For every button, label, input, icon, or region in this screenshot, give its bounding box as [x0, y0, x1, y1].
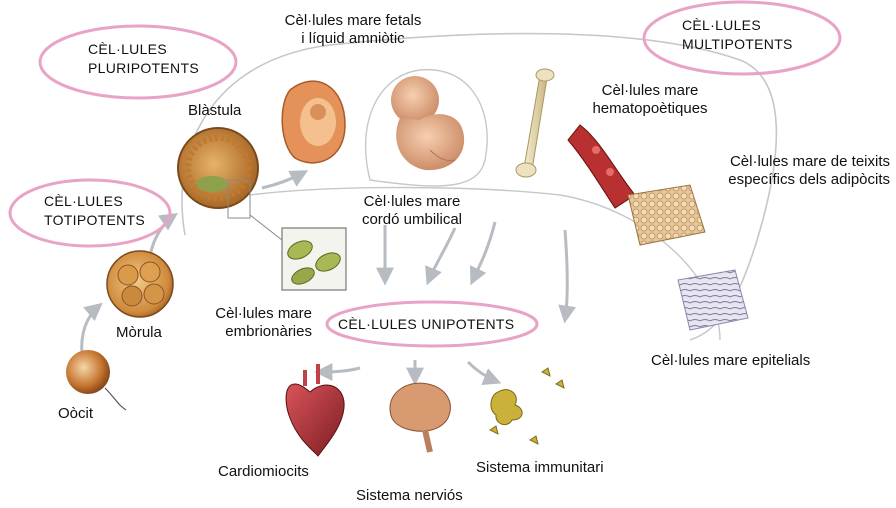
adipose-tissue-illustration	[628, 185, 705, 245]
label-epithelial: Cèl·lules mare epitelials	[651, 352, 810, 370]
label-fetal: Cèl·lules mare fetals i líquid amniòtic	[258, 12, 448, 48]
immune-cells-illustration	[490, 368, 564, 444]
blood-vessel-illustration	[568, 125, 635, 208]
heart-illustration	[286, 364, 344, 456]
oocyte-illustration	[66, 350, 126, 410]
category-pluripotent: CÈL·LULES PLURIPOTENTS	[88, 40, 199, 78]
label-nervous: Sistema nerviós	[356, 487, 463, 505]
label-oocyte: Oòcit	[58, 405, 93, 423]
category-multipotent: CÈL·LULES MULTIPOTENTS	[682, 16, 793, 54]
fetal-uterus-illustration	[282, 81, 345, 163]
blastula-illustration	[178, 128, 258, 218]
label-hematopoietic: Cèl·lules mare hematopoètiques	[560, 82, 740, 118]
category-totipotent: CÈL·LULES TOTIPOTENTS	[44, 192, 145, 230]
fetus-illustration	[391, 76, 464, 170]
label-embryonic: Cèl·lules mare embrionàries	[172, 305, 312, 341]
morula-illustration	[107, 251, 173, 317]
category-unipotent: CÈL·LULES UNIPOTENTS	[338, 315, 514, 334]
label-immune: Sistema immunitari	[476, 459, 604, 477]
label-cord: Cèl·lules mare cordó umbilical	[332, 193, 492, 229]
label-blastula: Blàstula	[188, 102, 241, 120]
bone-illustration	[516, 69, 554, 177]
label-cardio: Cardiomiocits	[218, 463, 309, 481]
epithelial-tissue-illustration	[678, 270, 748, 330]
label-tissue: Cèl·lules mare de teixits específics del…	[650, 153, 890, 189]
brain-illustration	[390, 383, 450, 452]
label-morula: Mòrula	[116, 324, 162, 342]
